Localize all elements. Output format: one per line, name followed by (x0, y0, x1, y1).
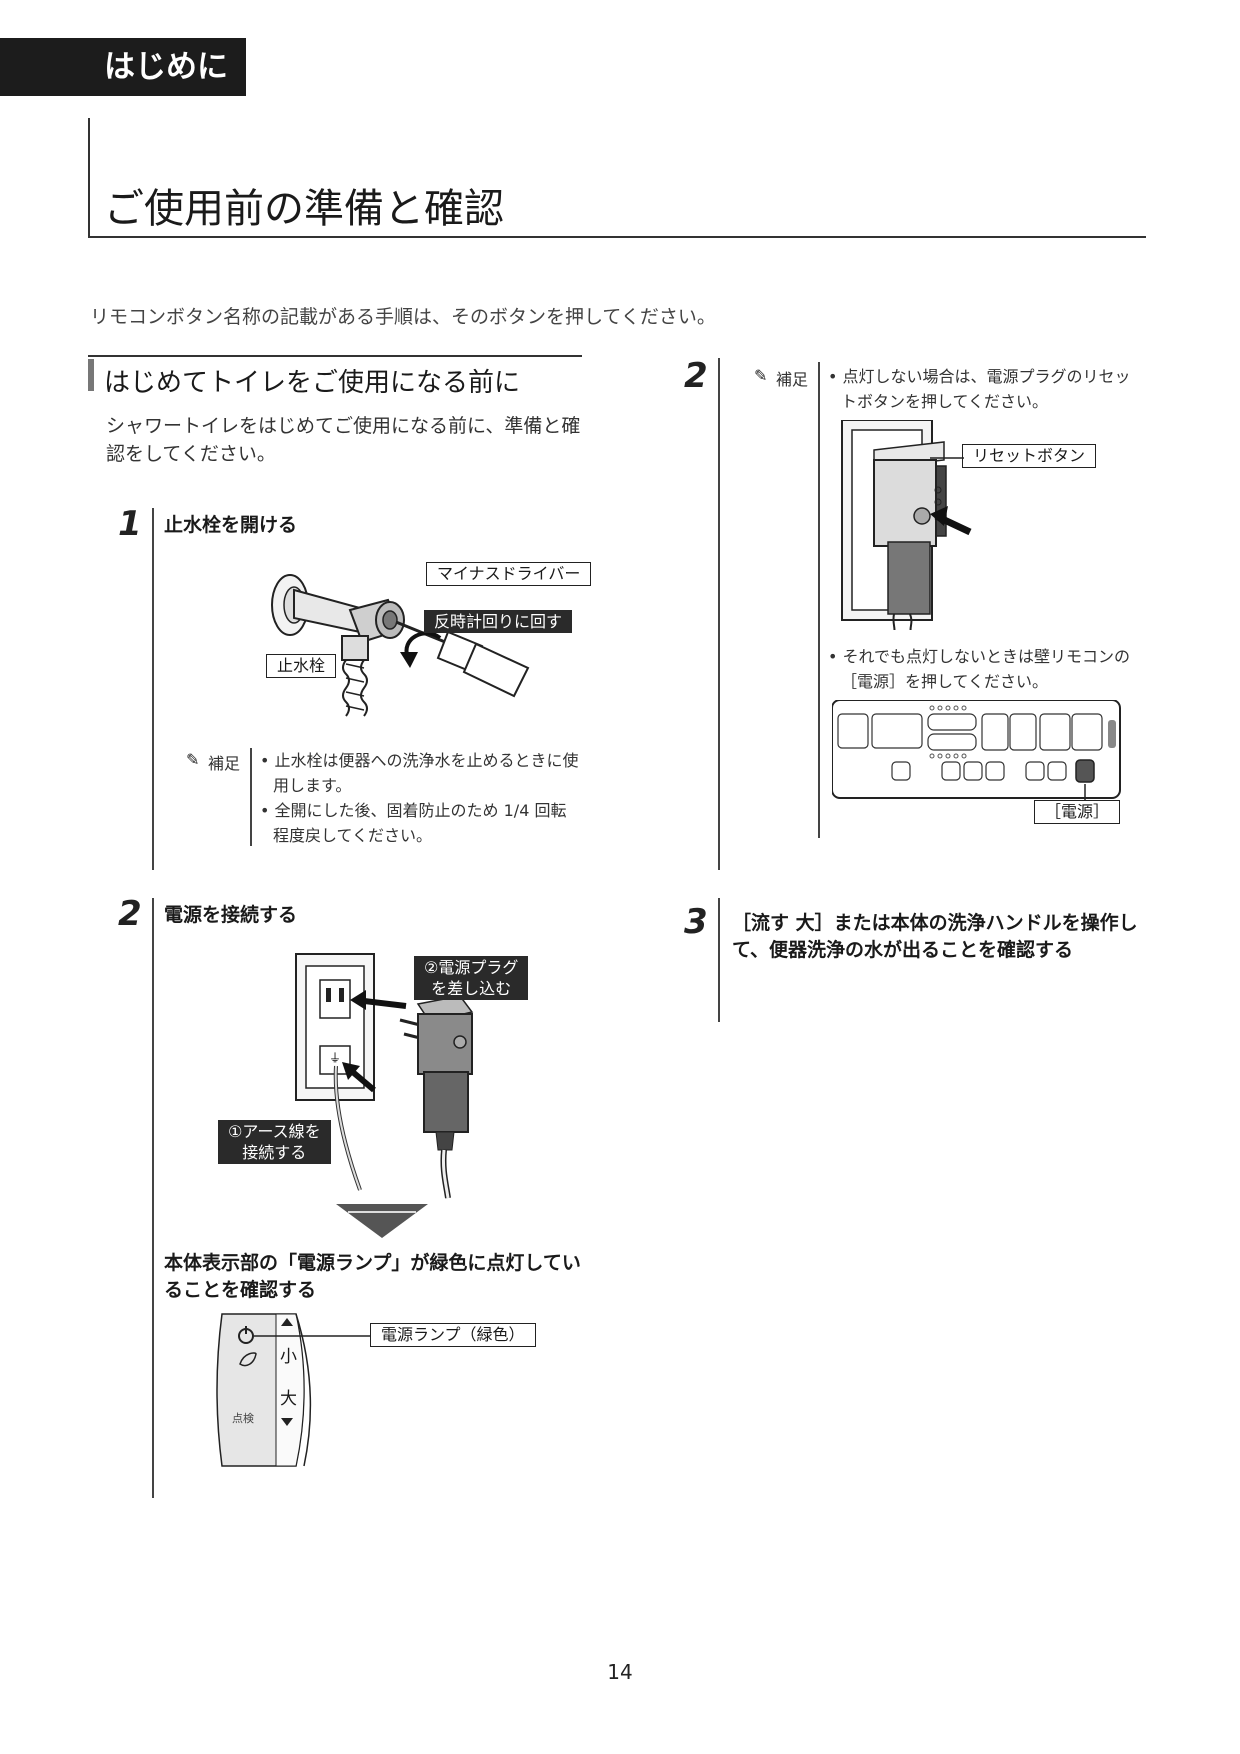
plug-label: ②電源プラグを差し込む (414, 956, 529, 1000)
step2-guide-line (152, 898, 154, 1498)
step3-title: ［流す 大］または本体の洗浄ハンドルを操作して、便器洗浄の水が出ることを確認する (732, 912, 1138, 961)
pencil-icon: ✎ (754, 366, 768, 385)
step1-note-text: • 止水栓は便器への洗浄水を止めるときに使用します。 • 全開にした後、固着防止… (260, 748, 580, 848)
page-title: ご使用前の準備と確認 (104, 186, 504, 232)
outlet-illustration: ⏚ (295, 953, 474, 1199)
intro-text: リモコンボタン名称の記載がある手順は、そのボタンを押してください。 (90, 306, 716, 328)
section-title: はじめてトイレをご使用になる前に (104, 368, 521, 398)
rotate-label: 反時計回りに回す (424, 610, 573, 633)
step3-number: 3 (684, 902, 708, 942)
step1-number: 1 (118, 504, 142, 544)
reset-leader-line (930, 457, 964, 459)
page-number: 14 (607, 1660, 633, 1684)
section-rule (88, 355, 582, 357)
earth-label: ①アース線を接続する (218, 1120, 331, 1164)
section-bar (88, 359, 94, 391)
display-large-label: 大 (280, 1389, 297, 1409)
driver-label: マイナスドライバー (426, 562, 592, 586)
lamp-leader-line (254, 1335, 374, 1337)
step2-note-number: 2 (684, 356, 708, 396)
pencil-icon: ✎ (186, 750, 200, 769)
step1-title: 止水栓を開ける (164, 514, 298, 536)
display-small-label: 小 (280, 1347, 297, 1367)
power-button-label: ［電源］ (1034, 800, 1121, 824)
step2-note-rule (818, 362, 820, 838)
step2-confirm-title: 本体表示部の「電源ランプ」が緑色に点灯していることを確認する (164, 1252, 581, 1301)
down-arrow-icon (336, 1204, 428, 1238)
svg-text:⏚: ⏚ (329, 1051, 341, 1065)
step2-title: 電源を接続する (164, 904, 298, 926)
section-tab: はじめに (0, 38, 246, 96)
title-rule-horizontal (88, 236, 1146, 238)
step1-note-item: • 全開にした後、固着防止のため 1/4 回転程度戻してください。 (260, 801, 567, 845)
step1-note-label: 補足 (208, 754, 241, 773)
step2-note-text1: • 点灯しない場合は、電源プラグのリセットボタンを押してください。 (828, 367, 1131, 411)
display-inspect-label: 点検 (232, 1412, 254, 1425)
step2-note-text2: • それでも点灯しないときは壁リモコンの［電源］を押してください。 (828, 647, 1131, 691)
valve-label: 止水栓 (266, 654, 337, 678)
section-description: シャワートイレをはじめてご使用になる前に、準備と確認をしてください。 (106, 415, 581, 465)
step2-note-label: 補足 (776, 370, 809, 389)
step2-number: 2 (118, 894, 142, 934)
reset-plug-illustration (841, 420, 972, 630)
valve-illustration (271, 574, 530, 717)
step3-guide-line (718, 898, 720, 1022)
step1-guide-line (152, 508, 154, 870)
reset-button-label: リセットボタン (962, 444, 1097, 468)
step1-note-rule (250, 748, 252, 846)
remote-illustration (832, 700, 1121, 804)
title-rule-vertical (88, 118, 90, 238)
lamp-label: 電源ランプ（緑色） (370, 1323, 536, 1347)
step2-note-guide-line (718, 358, 720, 870)
step1-note-item: • 止水栓は便器への洗浄水を止めるときに使用します。 (260, 751, 579, 795)
display-illustration (216, 1313, 312, 1467)
